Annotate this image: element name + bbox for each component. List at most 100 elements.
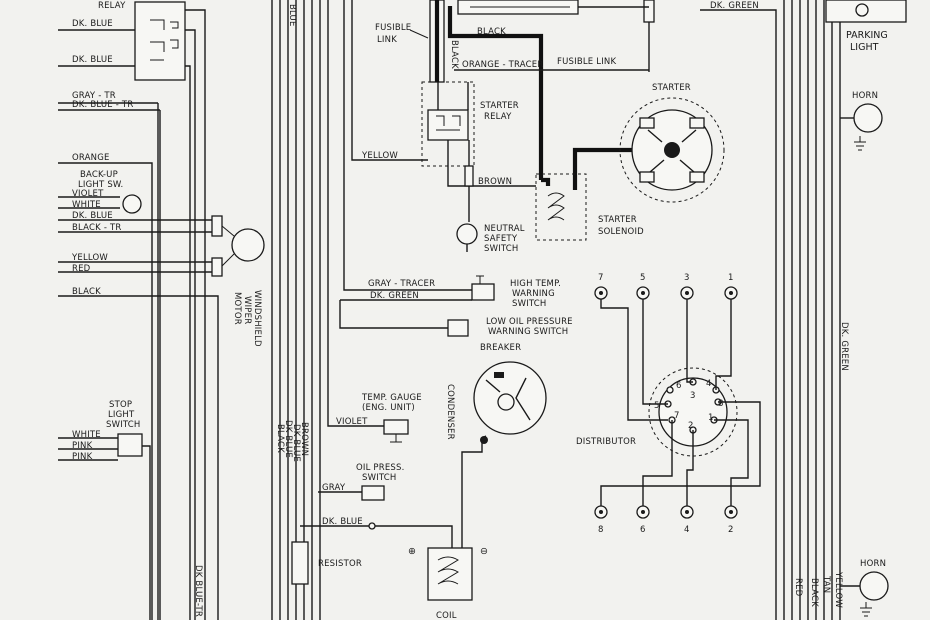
horn-top [853, 103, 883, 133]
dk-blue-label-bottom: DK. BLUE [322, 517, 363, 527]
terminal-8-label: 8 [598, 525, 604, 535]
terminal-4-label: 4 [684, 525, 690, 535]
terminal-1-label: 1 [728, 273, 734, 283]
neutral-switch-label-2: SAFETY [484, 234, 518, 244]
yellow-label-mid: YELLOW [361, 151, 398, 161]
gray-tracer-label: GRAY - TRACER [368, 279, 435, 289]
distributor-bottom-terminals: 8 6 4 2 [594, 505, 738, 535]
neutral-safety-switch [456, 223, 478, 245]
neutral-switch-label-1: NEUTRAL [484, 224, 525, 234]
dk-blue-vertical-1: DK BLUE [283, 420, 293, 458]
neutral-switch-label-3: SWITCH [484, 244, 519, 254]
low-oil-switch [447, 319, 469, 337]
high-temp-label-1: HIGH TEMP. [510, 279, 561, 289]
violet-label-left: VIOLET [72, 189, 104, 199]
tan-label-right: TAN [821, 575, 831, 593]
pink-label-2: PINK [72, 452, 93, 462]
high-temp-switch [471, 283, 495, 301]
dk-green-label-top: DK. GREEN [710, 1, 759, 11]
backup-switch-label-1: BACK-UP [80, 170, 118, 180]
dk-blue-tr-label: DK. BLUE - TR [72, 100, 133, 110]
stop-light-switch [117, 433, 143, 457]
red-label-left: RED [72, 264, 91, 274]
coil-minus: ⊖ [480, 546, 488, 557]
yellow-label-left: YELLOW [71, 253, 108, 263]
fusible-link-label-2: LINK [377, 35, 397, 45]
yellow-label-right: YELLOW [833, 571, 843, 608]
dk-green-vertical-right: DK. GREEN [839, 322, 849, 371]
wiper-motor-label-1: WINDSHIELD [252, 290, 262, 347]
dk-blue-label-2: DK. BLUE [72, 55, 113, 65]
temp-gauge-label-1: TEMP. GAUGE [361, 393, 422, 403]
orange-label-left: ORANGE [72, 153, 110, 163]
distributor-top-terminals: 7 5 3 1 [594, 273, 738, 300]
red-label-right: RED [793, 578, 803, 597]
sender-units: TEMP. GAUGE (ENG. UNIT) VIOLET OIL PRESS… [291, 0, 488, 620]
breaker-assembly: BREAKER CONDENSER [445, 343, 547, 548]
brown-label-mid: BROWN [478, 177, 512, 187]
violet-label-mid: VIOLET [336, 417, 368, 427]
high-temp-label-2: WARNING [512, 289, 555, 299]
stop-switch-label-3: SWITCH [106, 420, 141, 430]
horn-bottom [859, 571, 889, 601]
coil-label: COIL [436, 611, 457, 620]
starter-label: STARTER [652, 83, 691, 93]
backup-switch-label-2: LIGHT SW. [78, 180, 123, 190]
breaker-label: BREAKER [480, 343, 521, 353]
starter-relay-label-2: RELAY [484, 112, 512, 122]
dk-blue-vertical-2: DK BLUE [291, 424, 301, 462]
coil-plus: ⊕ [408, 546, 416, 557]
starter-solenoid-label-2: SOLENOID [598, 227, 644, 237]
starter-solenoid [535, 173, 587, 241]
parking-light-label-1: PARKING [846, 30, 888, 41]
terminal-2-label: 2 [728, 525, 734, 535]
distributor-label: DISTRIBUTOR [576, 437, 636, 447]
relay-box [134, 1, 186, 81]
cap-num-1: 1 [708, 413, 714, 423]
cap-num-7: 7 [674, 411, 680, 421]
fusible-link-wire-label: FUSIBLE LINK [557, 57, 616, 67]
temp-gauge-label-2: (ENG. UNIT) [362, 403, 415, 413]
gray-label-mid: GRAY [322, 483, 346, 493]
black-label-mid: BLACK [477, 27, 506, 37]
left-section: RELAY DK. BLUE DK. BLUE GRAY - TR DK. BL… [58, 1, 265, 620]
terminal-7-label: 7 [598, 273, 604, 283]
high-temp-label-3: SWITCH [512, 299, 547, 309]
distributor-cap [648, 367, 738, 457]
temp-gauge-unit [383, 419, 409, 435]
wiper-motor [231, 228, 265, 262]
wiper-motor-label-3: MOTOR [232, 292, 242, 325]
terminal-6-label: 6 [640, 525, 646, 535]
white-label-1: WHITE [72, 200, 101, 210]
backup-light-switch [122, 194, 142, 214]
stop-switch-label-2: LIGHT [108, 410, 135, 420]
wiper-motor-label-2: WIPER [242, 296, 252, 324]
cap-num-4: 4 [706, 379, 712, 389]
horn-label-bottom: HORN [860, 559, 886, 569]
parking-light-label-2: LIGHT [850, 42, 879, 53]
oil-press-label-1: OIL PRESS. [356, 463, 405, 473]
cap-num-5: 5 [654, 401, 660, 411]
vertical-harness: BLUE DK BLUE DK BLUE BLACK BROWN [271, 0, 321, 620]
brown-vertical-label: BROWN [299, 422, 309, 456]
black-tr-label: BLACK - TR [72, 223, 122, 233]
starter-circuit: FUSIBLE LINK BLACK BLACK ORANGE - TRACER… [351, 0, 725, 254]
ignition-coil [427, 547, 473, 601]
oil-press-switch [361, 485, 385, 501]
dk-blue-tr-vertical: DK BLUE-TR [193, 565, 203, 617]
resistor-label: RESISTOR [318, 559, 362, 569]
black-label-left: BLACK [72, 287, 101, 297]
condenser-label: CONDENSER [445, 384, 455, 440]
stop-switch-label-1: STOP [109, 400, 132, 410]
terminal-5-label: 5 [640, 273, 646, 283]
starter-solenoid-label-1: STARTER [598, 215, 637, 225]
warning-switches: GRAY - TRACER DK. GREEN HIGH TEMP. WARNI… [339, 0, 573, 337]
black-label-right: BLACK [809, 578, 819, 607]
white-label-2: WHITE [72, 430, 101, 440]
low-oil-label-1: LOW OIL PRESSURE [486, 317, 573, 327]
black-vertical-label: BLACK [275, 424, 285, 453]
dk-green-label-mid: DK. GREEN [370, 291, 419, 301]
right-section: DK. GREEN PARKING LIGHT HORN DK. GREEN H… [700, 0, 907, 620]
cap-num-2: 2 [688, 421, 694, 431]
